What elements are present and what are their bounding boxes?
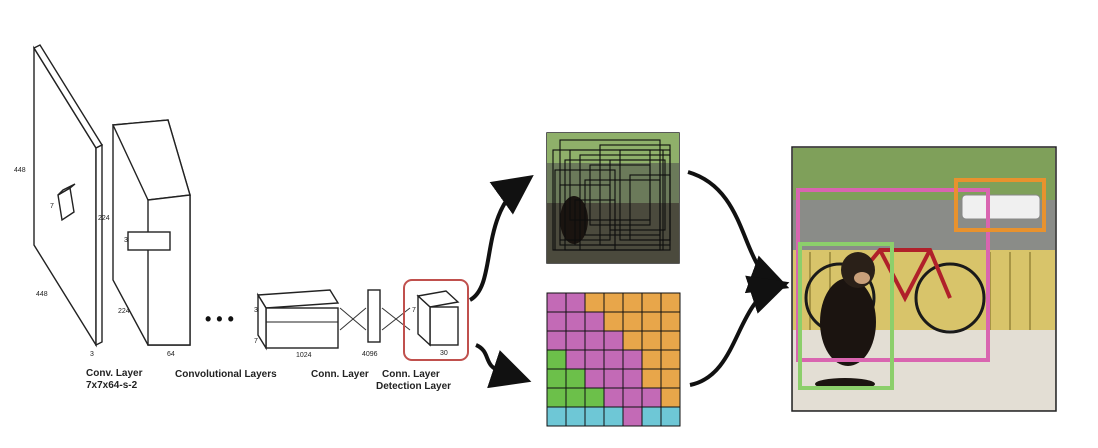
conv-layer-2: 224 224 64 3 [98,119,191,358]
layer5-label-line1: Conn. Layer [382,369,440,380]
class-map-cell [622,292,643,313]
layer1-kernel-label: 7 [50,203,54,210]
fc-connections-1 [339,307,367,331]
layer2-label: Convolutional Layers [175,369,277,380]
conv-layer-1: 448 448 3 7 [14,44,103,358]
class-map-cell [603,311,624,332]
class-map-cell [660,349,681,370]
fc-layer-4096: 4096 [362,289,381,358]
dog-shape [815,252,876,390]
class-map-cell [565,311,586,332]
arrow-classmap-to-final [689,275,790,387]
layer2-depth-label: 64 [167,351,175,358]
class-map-cell [641,330,662,351]
class-map-cell [565,387,586,408]
car-detection-box [954,178,1046,232]
detection-highlight-box [403,279,469,361]
class-map-cell [622,387,643,408]
class-map-cell [641,292,662,313]
dog-detection-box [798,242,894,390]
class-map-cell [622,311,643,332]
class-map-cell [660,330,681,351]
class-map-cell [603,292,624,313]
layer3-height-label: 7 [254,338,258,345]
class-map-cell [603,368,624,389]
class-map-cell [660,292,681,313]
class-map-cell [603,349,624,370]
bbox-predictions-image [546,132,680,264]
class-map-cell [546,387,567,408]
arrow-to-class-map [475,343,532,389]
class-map-cell [565,330,586,351]
class-map-cell [565,368,586,389]
arrow-bbox-to-final [687,170,790,294]
class-map-cell [546,349,567,370]
car-shape [961,194,1041,220]
layer2-kernel-label: 3 [124,237,128,244]
class-map-cell [546,292,567,313]
class-map-cell [622,330,643,351]
class-map-cell [584,406,605,427]
layer1-height-label: 448 [14,167,26,174]
class-map-cell [584,368,605,389]
class-map-cell [660,387,681,408]
final-detections-image [791,146,1057,412]
class-map-cell [584,292,605,313]
class-map-cell [565,406,586,427]
class-probability-map [546,292,681,427]
class-map-cell [565,292,586,313]
class-map-cell [584,349,605,370]
class-map-cell [603,387,624,408]
class-map-cell [641,368,662,389]
layer5-label-line2: Detection Layer [376,381,451,392]
class-map-cell [622,368,643,389]
layers-ellipsis: • • • [205,309,234,329]
class-map-cell [546,406,567,427]
class-map-cell [603,330,624,351]
class-map-cell [660,311,681,332]
layer3-label: Conn. Layer [311,369,369,380]
class-map-cell [660,406,681,427]
layer1-label-line1: Conv. Layer [86,368,143,379]
class-map-cell [584,311,605,332]
layer1-width-label: 448 [36,291,48,298]
layer4-dim-label: 4096 [362,351,378,358]
layer5-depth-label: 30 [440,350,448,357]
class-map-cell [584,387,605,408]
class-map-cell [641,406,662,427]
class-map-cell [641,349,662,370]
layer5-height-label: 7 [412,307,416,314]
layer1-label-line2: 7x7x64-s-2 [86,380,138,391]
class-map-cell [660,368,681,389]
class-map-cell [622,406,643,427]
class-map-cell [546,311,567,332]
layer3-kernel-label: 3 [254,307,258,314]
arrow-to-bbox-grid [468,174,534,302]
fc-connections-2 [381,307,411,331]
layer1-depth-label: 3 [90,351,94,358]
bbox-grid-overlay [552,139,671,251]
class-map-cell [546,330,567,351]
class-map-cell [546,368,567,389]
class-map-cell [584,330,605,351]
class-map-cell [565,349,586,370]
detection-layer: 7 30 [403,279,469,361]
class-map-cell [641,387,662,408]
class-map-cell [622,349,643,370]
layer2-width-label: 224 [118,308,130,315]
conn-layer-block: 3 7 1024 [254,289,340,359]
class-map-cell [641,311,662,332]
layer3-depth-label: 1024 [296,352,312,359]
layer2-height-label: 224 [98,215,110,222]
class-map-cell [603,406,624,427]
